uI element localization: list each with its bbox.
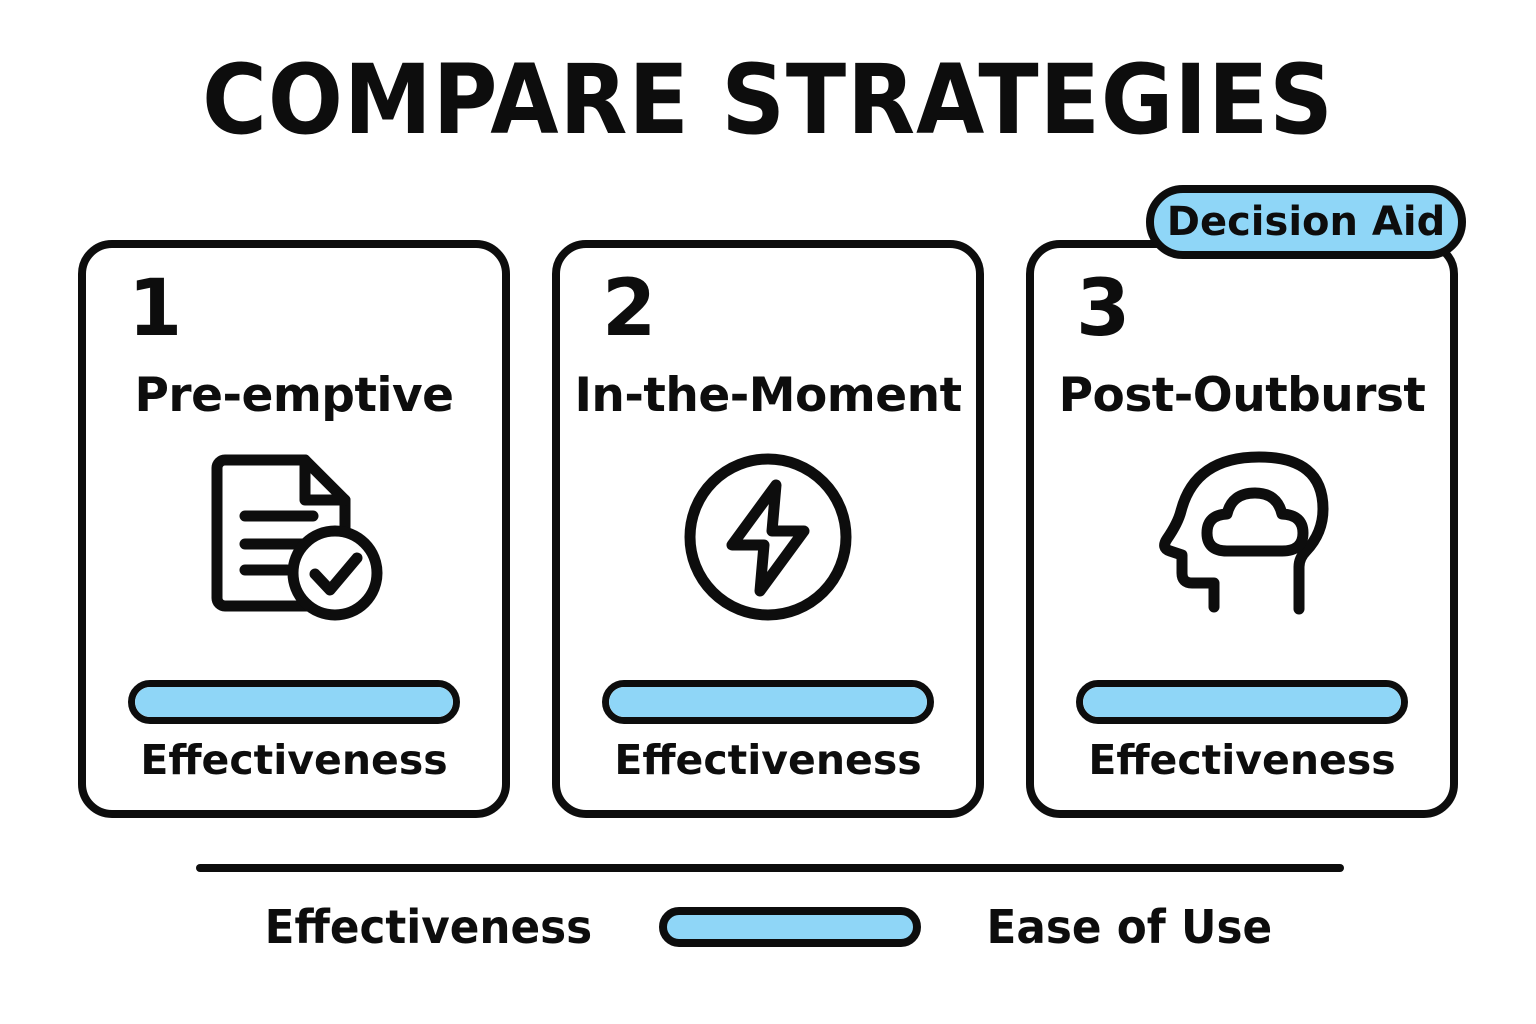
effectiveness-bar-fill (135, 687, 453, 717)
lightning-bolt-circle-icon (680, 447, 856, 627)
strategy-card-1[interactable]: 1 Pre-emptive Effectiveness (78, 240, 510, 818)
effectiveness-bar (602, 680, 934, 724)
legend-label-effectiveness: Effectiveness (264, 900, 593, 954)
effectiveness-label: Effectiveness (140, 736, 448, 784)
effectiveness-bar (1076, 680, 1408, 724)
page-title: COMPARE STRATEGIES (202, 44, 1334, 156)
document-check-icon (201, 447, 387, 627)
legend: Effectiveness Ease of Use (0, 900, 1536, 954)
card-number: 2 (602, 264, 657, 354)
legend-swatch-ease-of-use (659, 907, 922, 947)
effectiveness-label: Effectiveness (1088, 736, 1396, 784)
card-title: Pre-emptive (134, 368, 454, 423)
legend-label-ease-of-use: Ease of Use (986, 900, 1273, 954)
strategy-card-3[interactable]: 3 Post-Outburst Effectiveness (1026, 240, 1458, 818)
strategy-card-2[interactable]: 2 In-the-Moment Effectiveness (552, 240, 984, 818)
decision-aid-badge[interactable]: Decision Aid (1146, 185, 1466, 259)
effectiveness-label: Effectiveness (614, 736, 922, 784)
legend-divider (196, 864, 1344, 872)
strategy-cards-row: 1 Pre-emptive Effectiveness 2 (78, 240, 1458, 818)
effectiveness-bar-fill (609, 687, 927, 717)
effectiveness-bar (128, 680, 460, 724)
card-title: Post-Outburst (1058, 368, 1426, 423)
effectiveness-bar-fill (1083, 687, 1401, 717)
card-title: In-the-Moment (574, 368, 962, 423)
head-thought-cloud-icon (1147, 447, 1337, 627)
card-number: 3 (1076, 264, 1131, 354)
card-number: 1 (128, 264, 183, 354)
